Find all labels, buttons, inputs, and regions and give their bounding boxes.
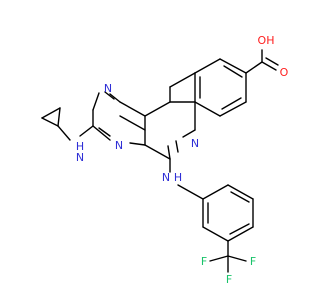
anilino-h-label: H [174,171,182,184]
carbonyl-oxygen-label: O [280,66,289,79]
atom-labels: OH O N N N H N N H F F F [76,34,289,286]
cyclopropylamine-n-label: N [76,151,84,164]
bond-lines [41,49,279,273]
pyrimidine-n1-label: N [104,82,112,95]
fluorine-right-label: F [250,255,256,268]
fluorine-left-label: F [201,255,207,268]
molecule-diagram: OH O N N N H N N H F F F [41,34,289,286]
pyrimidine-n3-label: N [115,139,123,152]
hydroxyl-label: OH [258,34,275,47]
fluorine-bottom-label: F [226,273,232,286]
molecule-svg: OH O N N N H N N H F F F [41,34,289,286]
cyclopropylamine-h-label: H [76,140,84,153]
anilino-nitrogen-label: N [162,171,170,184]
quinoline-nitrogen-label: N [191,137,199,150]
